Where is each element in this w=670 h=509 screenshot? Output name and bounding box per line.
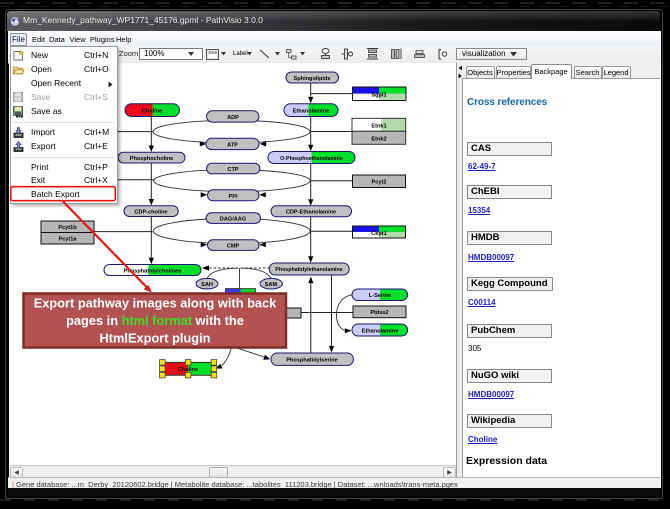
svg-text:Pcyt2: Pcyt2 [372, 180, 387, 186]
svg-text:Choline: Choline [142, 108, 163, 114]
svg-text:SAH: SAH [201, 282, 213, 288]
svg-text:CDP-Ethanolamine: CDP-Ethanolamine [286, 210, 336, 216]
svg-text:CTP: CTP [227, 167, 238, 173]
svg-text:Etnk1: Etnk1 [371, 124, 386, 130]
svg-text:L-Serine: L-Serine [369, 293, 391, 299]
svg-text:Phosphatidylcholines: Phosphatidylcholines [124, 268, 182, 274]
svg-text:HtmlExport plugin: HtmlExport plugin [100, 331, 211, 346]
svg-text:Cept1: Cept1 [371, 231, 387, 237]
svg-text:Sgpl1: Sgpl1 [371, 92, 386, 98]
svg-text:DAG/AAG: DAG/AAG [220, 217, 246, 223]
svg-text:Sphingolipids: Sphingolipids [294, 76, 331, 82]
svg-text:PPi: PPi [228, 194, 237, 200]
svg-text:Phosphocholine: Phosphocholine [130, 156, 174, 162]
svg-text:Export pathway images along wi: Export pathway images along with back [34, 296, 277, 311]
svg-text:Ethanolamine: Ethanolamine [293, 108, 330, 114]
svg-text:pages in html format with the: pages in html format with the [66, 313, 244, 328]
svg-text:CDP-choline: CDP-choline [134, 210, 167, 216]
svg-text:Ethanolamine: Ethanolamine [362, 328, 399, 334]
svg-text:Phosphatidylserine: Phosphatidylserine [286, 358, 338, 364]
svg-text:ADP: ADP [227, 115, 239, 121]
svg-text:Ptdss2: Ptdss2 [370, 310, 388, 316]
svg-text:Pcyt1b: Pcyt1b [58, 225, 77, 231]
svg-text:ATP: ATP [227, 142, 238, 148]
svg-text:Etnk2: Etnk2 [371, 137, 386, 143]
svg-text:Phosphatidylethanolamine: Phosphatidylethanolamine [275, 267, 342, 273]
svg-text:Choline: Choline [178, 367, 199, 373]
svg-text:O-Phosphoethanolamine: O-Phosphoethanolamine [280, 156, 343, 162]
svg-text:CMP: CMP [227, 244, 240, 250]
svg-text:SAM: SAM [265, 282, 278, 288]
svg-text:Pcyt1a: Pcyt1a [58, 237, 77, 243]
